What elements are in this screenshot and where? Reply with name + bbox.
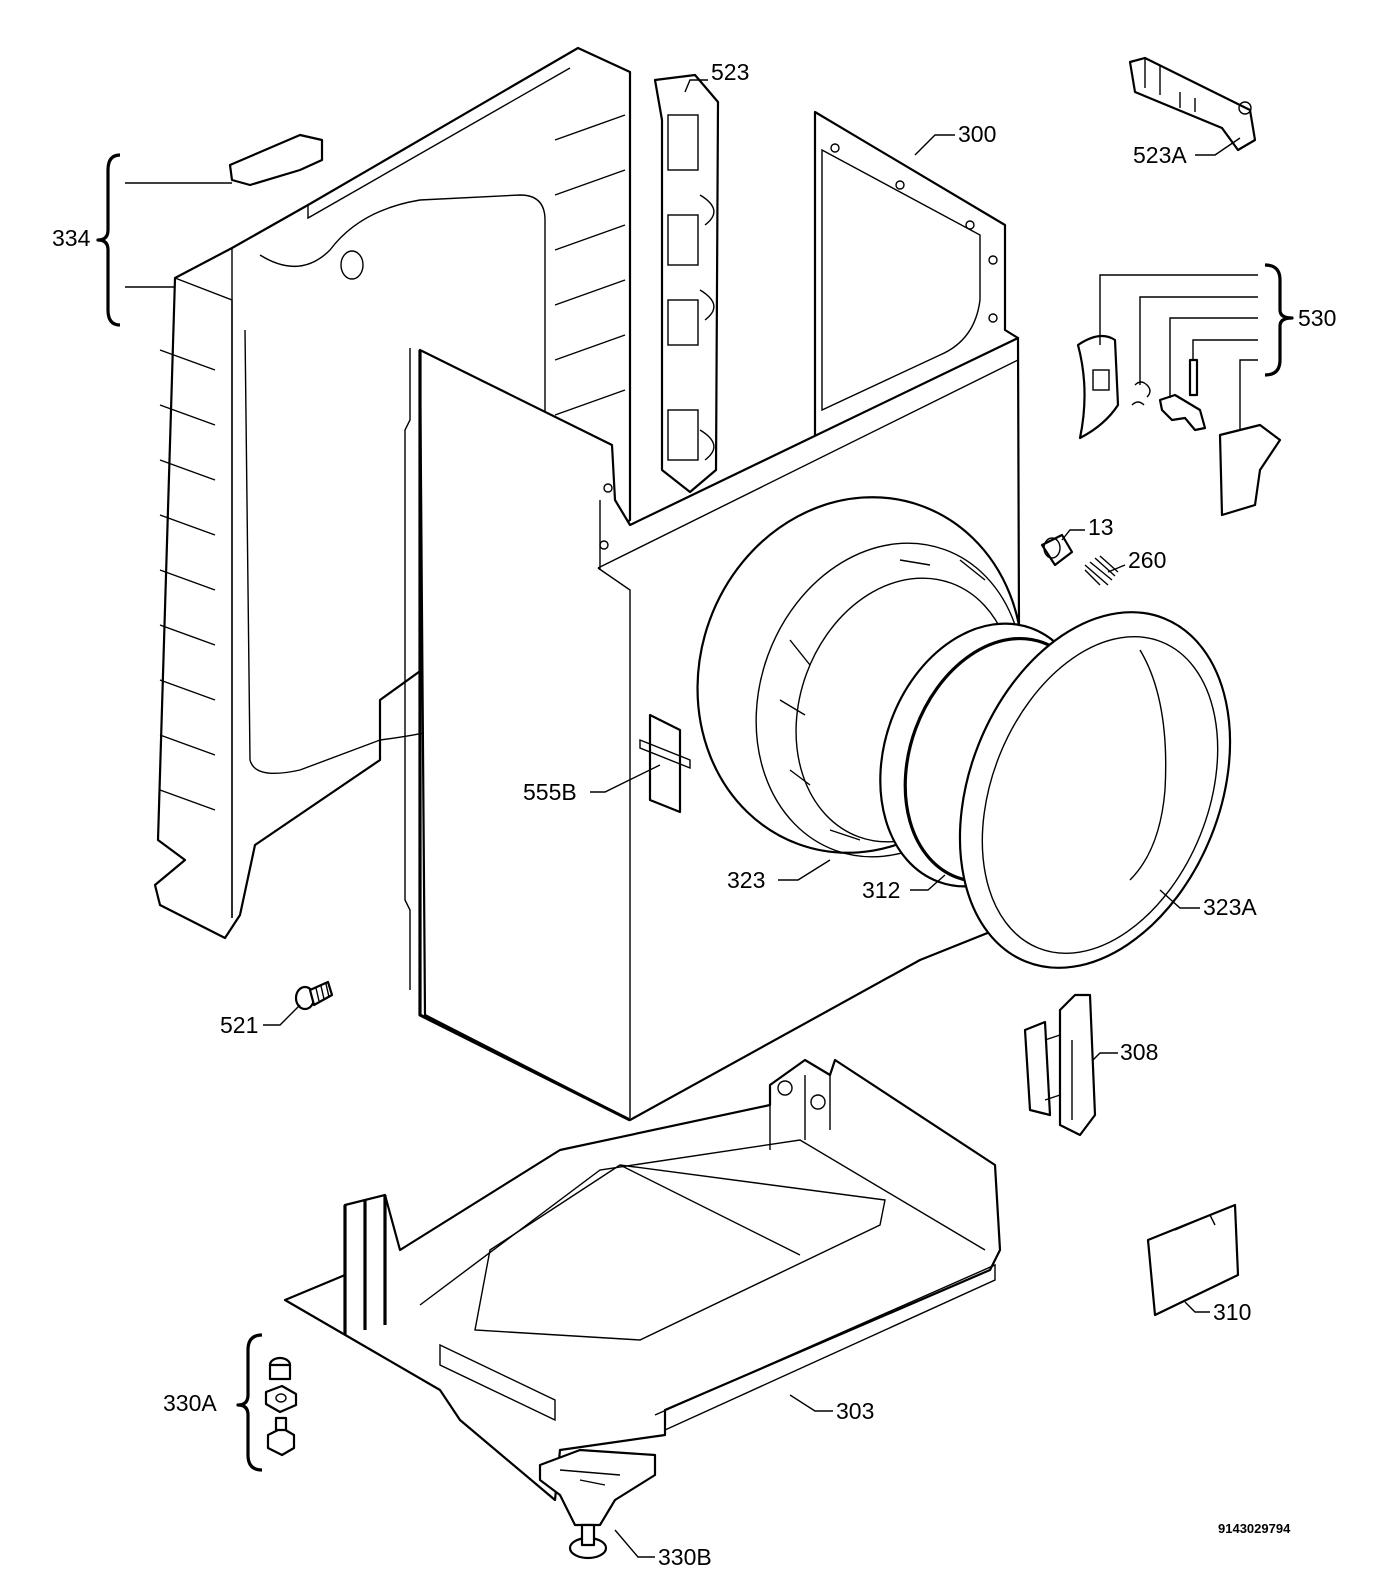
spring-260 [1084,555,1119,586]
label-330A: 330A [163,1390,217,1416]
label-555B: 555B [523,779,577,805]
bracket-334 [96,153,121,327]
label-260: 260 [1128,547,1166,573]
hinge-308 [1023,993,1097,1137]
label-521: 521 [220,1012,258,1038]
label-308: 308 [1120,1039,1158,1065]
label-330B: 330B [658,1544,712,1570]
rear-strip-523 [653,73,720,494]
drawing-number: 9143029794 [1218,1521,1291,1536]
label-523: 523 [711,59,749,85]
lock-parts-530 [1076,334,1282,517]
label-300: 300 [958,121,996,147]
label-523A: 523A [1133,142,1187,168]
label-530: 530 [1298,305,1336,331]
bracket-530 [1264,263,1294,377]
door-323A [958,611,1232,969]
label-312: 312 [862,877,900,903]
bushing-13 [1040,533,1074,567]
label-323: 323 [727,867,765,893]
base-frame-303 [283,1058,1002,1502]
label-334: 334 [52,225,91,251]
bracket-330A [236,1333,263,1472]
foot-330B [538,1448,657,1560]
label-303: 303 [836,1398,874,1424]
label-323A: 323A [1203,894,1257,920]
side-panel-334 [153,46,632,940]
label-310: 310 [1213,1299,1251,1325]
leader-lines [125,79,1258,1558]
part-523A [1128,56,1257,152]
label-13: 13 [1088,514,1114,540]
screws-330A [264,1356,298,1457]
cover-310 [1146,1203,1240,1317]
screw-521 [294,980,334,1011]
